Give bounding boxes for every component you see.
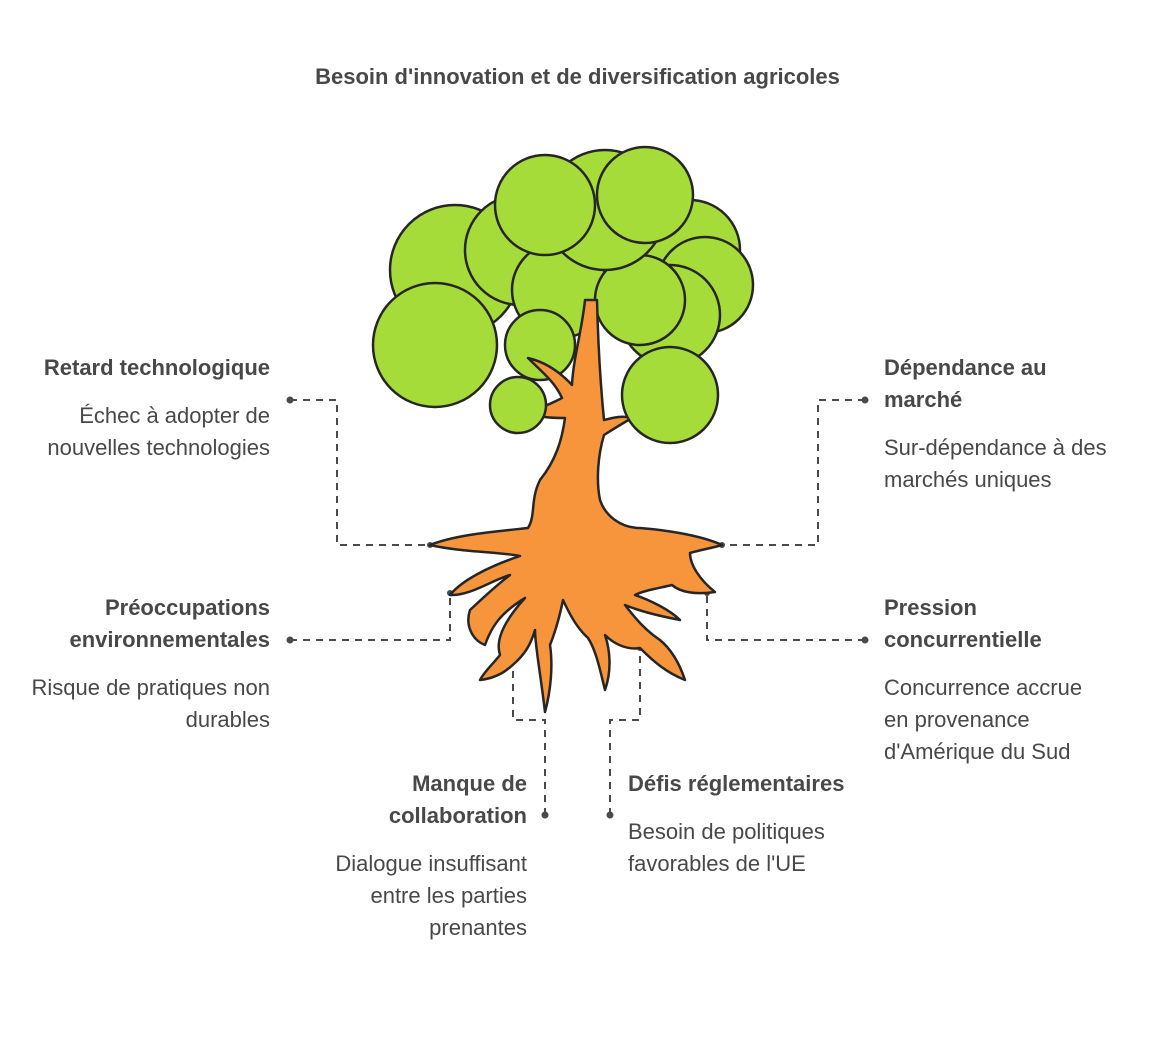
connector-defis [609,648,641,815]
item-manque-de-collaboration: Manque de collaboration Dialogue insuffi… [320,768,527,944]
connector-collaboration [512,648,546,815]
connectors [290,399,865,815]
item-text: Échec à adopter de nouvelles technologie… [47,403,270,460]
foliage-front [488,345,720,445]
diagram-title: Besoin d'innovation et de diversificatio… [315,64,840,89]
connector-retard [290,399,430,546]
item-preoccupations-environnementales: Préoccupations environnementales Risque … [20,592,271,736]
item-pression-concurrentielle: Pression concurrentielle Concurrence acc… [884,592,1099,768]
item-retard-technologique: Retard technologique Échec à adopter de … [40,352,270,464]
item-heading: Dépendance au marché [884,355,1047,412]
item-heading: Défis réglementaires [628,771,845,796]
item-dependance-au-marche: Dépendance au marché Sur-dépendance à de… [884,352,1109,496]
item-heading: Préoccupations environnementales [69,595,270,652]
item-text: Sur-dépendance à des marchés uniques [884,435,1107,492]
connector-dependance [722,399,865,546]
connector-preoccupations [290,593,451,641]
trunk [428,298,724,714]
item-text: Concurrence accrue en provenance d'Améri… [884,675,1083,764]
item-heading: Retard technologique [43,355,270,380]
item-text: Besoin de politiques favorables de l'UE [628,819,825,876]
item-heading: Pression concurrentielle [884,595,1042,652]
item-defis-reglementaires: Défis réglementaires Besoin de politique… [628,768,853,880]
item-text: Dialogue insuffisant entre les parties p… [335,851,527,940]
item-text: Risque de pratiques non durables [31,675,271,732]
item-heading: Manque de collaboration [388,771,527,828]
connector-pression [706,593,865,641]
foliage [371,145,755,409]
